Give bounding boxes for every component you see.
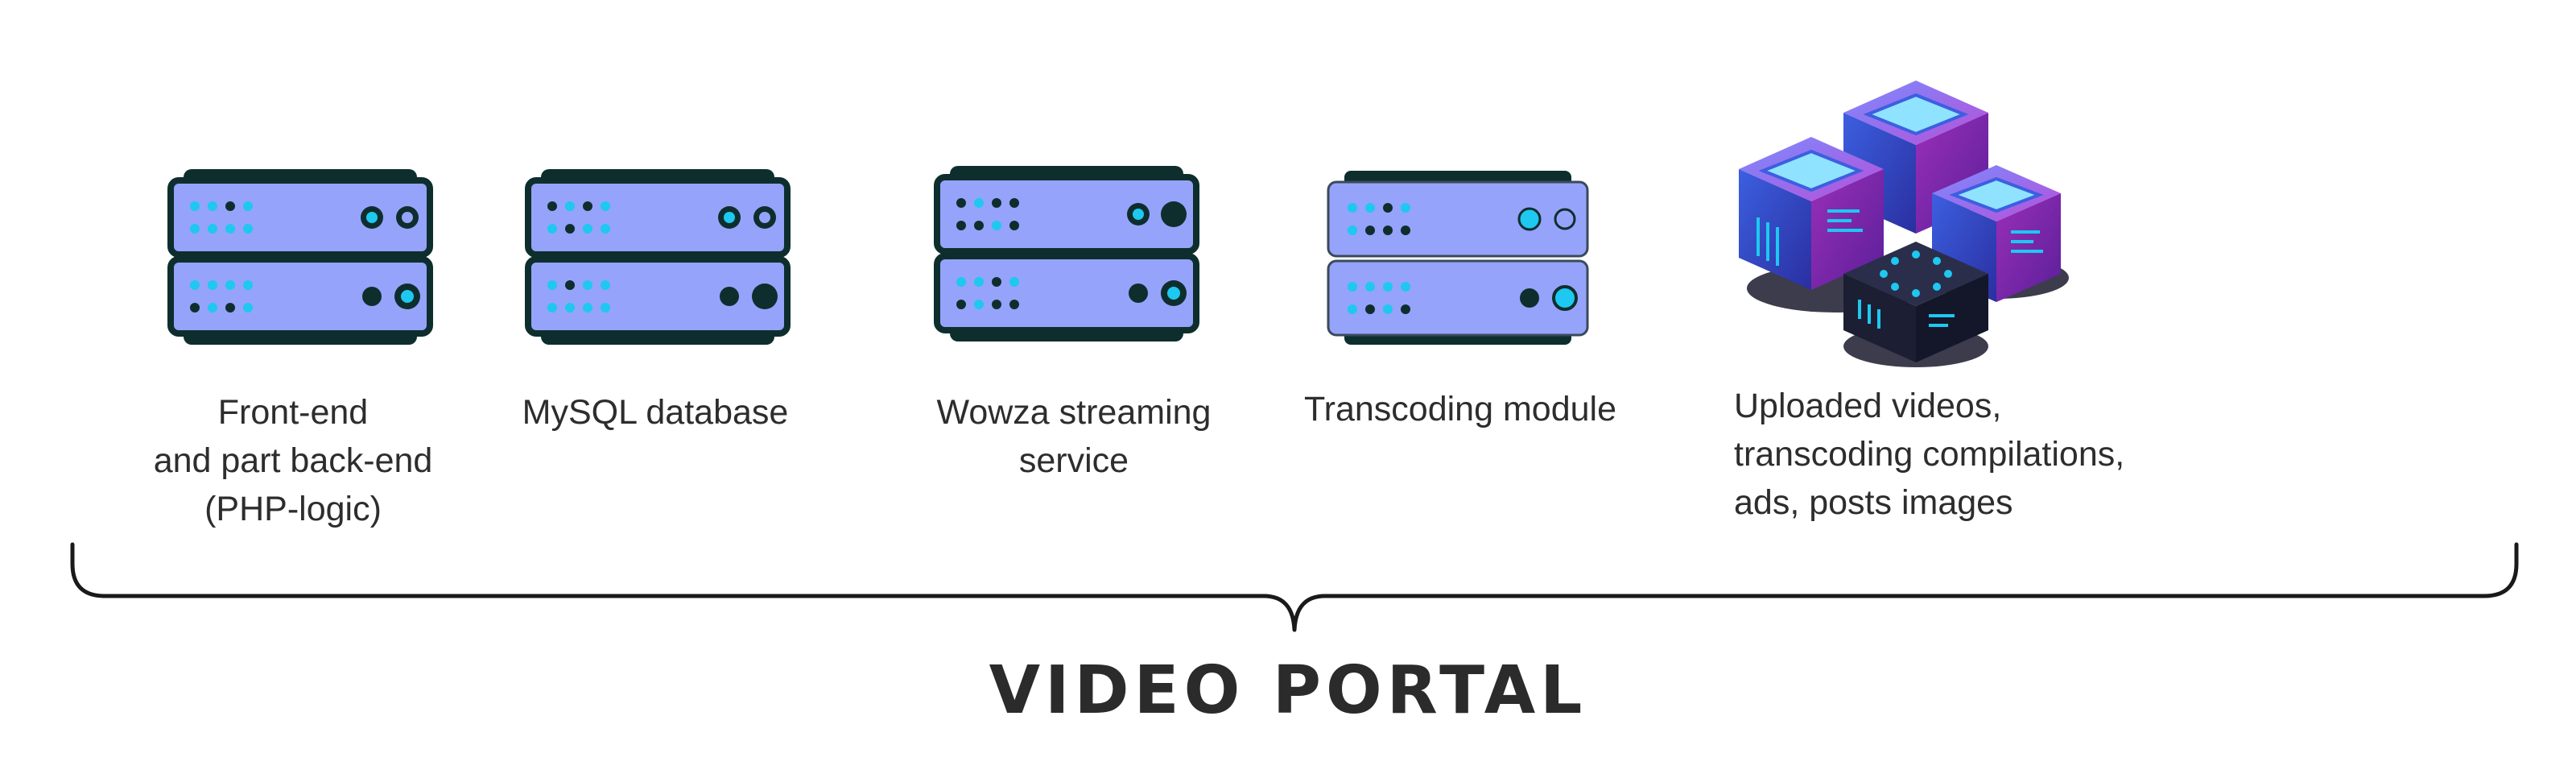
- server-rack-icon: [525, 169, 791, 345]
- label-line: transcoding compilations,: [1734, 435, 2125, 474]
- component-label-mysql: MySQL database: [494, 388, 816, 437]
- label-line: Uploaded videos,: [1734, 387, 2002, 425]
- server-rack-icon: [1327, 171, 1589, 345]
- label-line: ads, posts images: [1734, 483, 2013, 522]
- label-line: Wowza streaming: [936, 393, 1212, 432]
- server-rack-icon: [934, 166, 1199, 341]
- component-label-frontend: Front-end and part back-end (PHP-logic): [132, 388, 454, 533]
- label-line: Transcoding module: [1303, 390, 1616, 428]
- label-line: MySQL database: [522, 393, 789, 432]
- label-line: Front-end: [217, 393, 369, 432]
- storage-cubes-icon: [1739, 81, 2069, 367]
- label-line: (PHP-logic): [204, 490, 382, 528]
- label-line: service: [1018, 441, 1129, 480]
- component-label-transcoding: Transcoding module: [1275, 385, 1645, 433]
- component-label-wowza: Wowza streaming service: [897, 388, 1251, 485]
- component-label-uploads: Uploaded videos, transcoding compilation…: [1734, 382, 2185, 527]
- diagram-title: VIDEO PORTAL: [989, 652, 1587, 729]
- server-rack-icon: [167, 169, 433, 345]
- label-line: and part back-end: [153, 441, 433, 480]
